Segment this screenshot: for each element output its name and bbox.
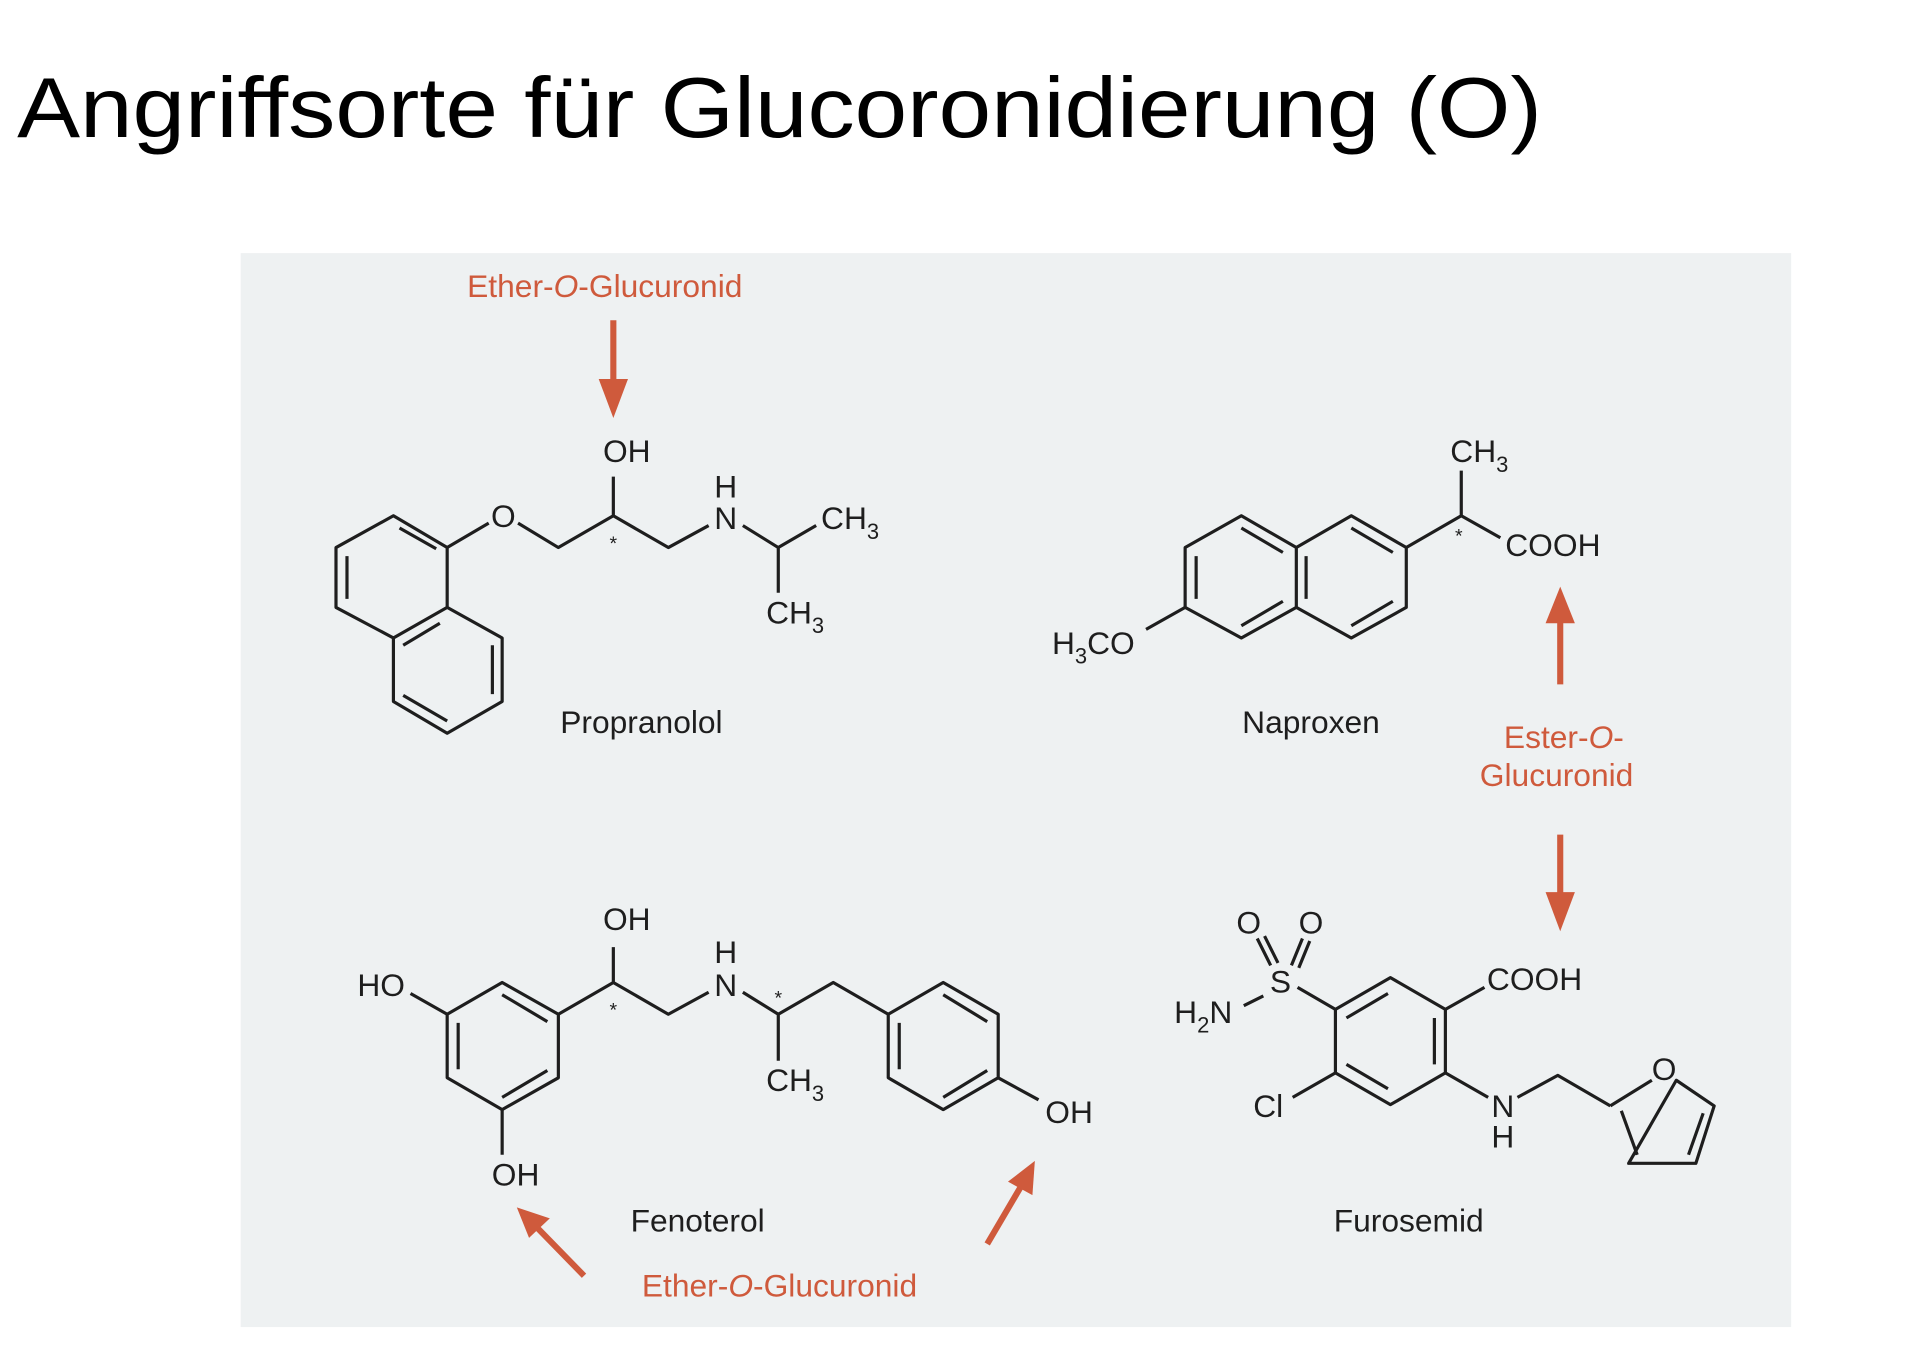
atom-label: OH (1045, 1094, 1093, 1130)
atom-label: OH (492, 1156, 540, 1192)
atom-label: O (491, 498, 516, 534)
propranolol-structure: O OH * H N CH3 CH3 Propranolol (334, 433, 879, 740)
atom-label: OH (603, 433, 651, 469)
atom-label: CH3 (821, 500, 879, 544)
atom-label: O (1652, 1051, 1677, 1087)
atom-label: COOH (1505, 527, 1600, 563)
atom-label: N (1491, 1088, 1514, 1124)
arrow-down-icon (1545, 834, 1575, 932)
atom-label: N (714, 967, 737, 1003)
furosemid-structure: O O S H2N Cl COOH N H O Furosemid (1174, 905, 1716, 1239)
atom-label: COOH (1487, 961, 1582, 997)
atom-label: H2N (1174, 994, 1232, 1038)
atom-label: O (1236, 905, 1261, 941)
atom-label: N (714, 500, 737, 536)
chiral-marker: * (1455, 526, 1463, 548)
atom-label: O (1299, 905, 1324, 941)
molecule-name: Fenoterol (631, 1203, 765, 1239)
arrow-up-icon (1545, 586, 1575, 685)
slide-title: Angriffsorte für Glucoronidierung (O) (17, 61, 1542, 156)
figure-panel (240, 253, 1792, 1328)
chiral-marker: * (610, 1000, 618, 1022)
molecule-name: Propranolol (560, 704, 722, 740)
atom-label: H (714, 934, 737, 970)
atom-label: CH3 (1450, 433, 1508, 477)
ether-glucuronid-label-bottom: Ether-O-Glucuronid (642, 1268, 917, 1304)
molecule-name: Furosemid (1334, 1203, 1484, 1239)
ester-glucuronid-label-line2: Glucuronid (1480, 757, 1634, 793)
molecule-name: Naproxen (1242, 704, 1380, 740)
atom-label: Cl (1253, 1088, 1283, 1124)
ether-glucuronid-label-top: Ether-O-Glucuronid (467, 268, 742, 304)
ester-glucuronid-label: Ester-O- (1504, 719, 1624, 755)
arrow-diagonal-icon (984, 1160, 1035, 1246)
atom-label: H (714, 468, 737, 504)
atom-label: CH3 (766, 1062, 824, 1106)
arrow-diagonal-icon (516, 1207, 587, 1278)
atom-label: H (1491, 1118, 1514, 1154)
arrow-down-icon (598, 320, 629, 419)
chiral-marker: * (774, 987, 782, 1009)
atom-label: H3CO (1052, 625, 1135, 669)
naproxen-structure: * CH3 COOH H3CO Naproxen (1052, 433, 1601, 740)
fenoterol-structure: HO OH OH * H N * CH3 OH Fenoterol (357, 901, 1092, 1239)
chiral-marker: * (610, 533, 618, 555)
atom-label: CH3 (766, 594, 824, 638)
atom-label: HO (357, 967, 405, 1003)
atom-label: OH (603, 901, 651, 937)
atom-label: S (1270, 963, 1291, 999)
